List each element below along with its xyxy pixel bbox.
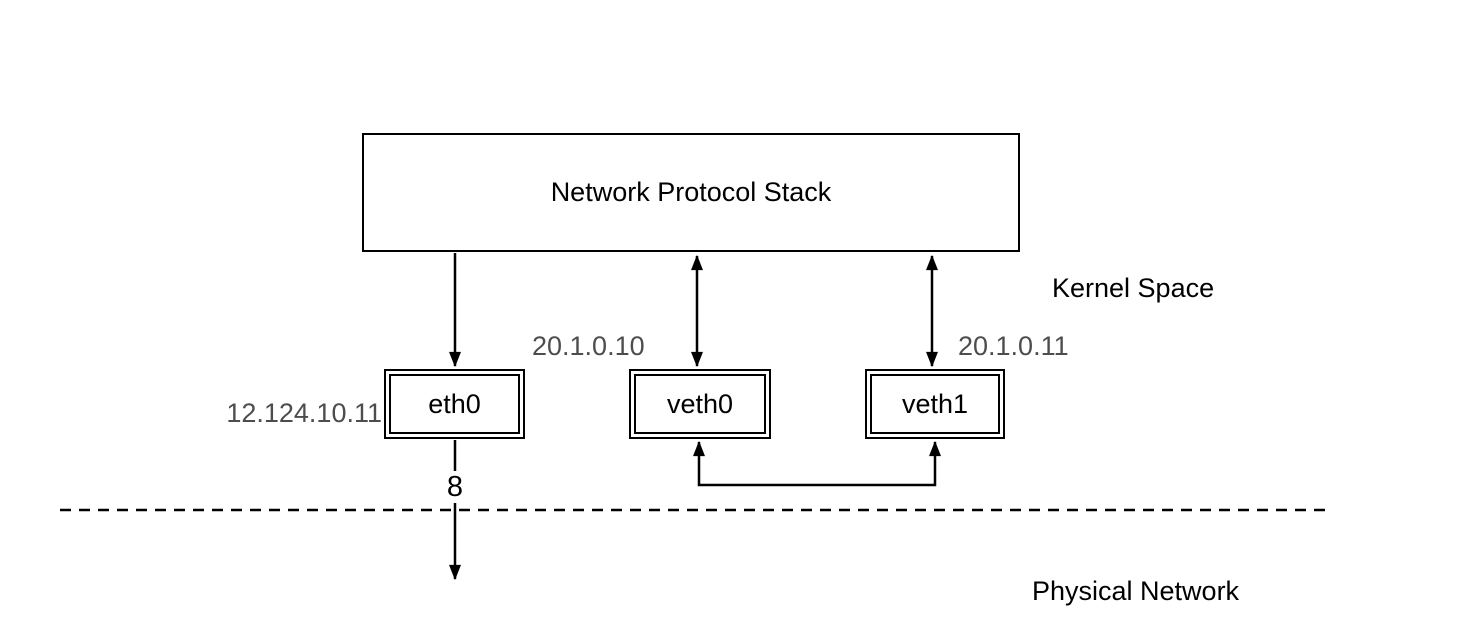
eth0-label: eth0 — [428, 388, 481, 419]
arrow-veth0-veth1-peer-link — [693, 440, 941, 487]
veth0-ip-label: 20.1.0.10 — [532, 331, 645, 361]
veth0-box: veth0 — [629, 369, 771, 439]
veth1-box-inner: veth1 — [870, 374, 1000, 434]
veth1-label: veth1 — [901, 388, 969, 419]
veth0-box-inner: veth0 — [634, 374, 766, 434]
network-protocol-stack-box: Network Protocol Stack — [362, 133, 1020, 252]
physical-network-label: Physical Network — [1032, 576, 1240, 606]
network-protocol-stack-label: Network Protocol Stack — [550, 177, 832, 207]
eth0-egress-count-label: 8 — [439, 471, 471, 503]
kernel-space-label: Kernel Space — [1052, 273, 1215, 303]
veth1-ip-label: 20.1.0.11 — [958, 331, 1069, 361]
eth0-ip-label: 12.124.10.11 — [226, 398, 382, 428]
veth1-box: veth1 — [865, 369, 1005, 439]
eth0-box: eth0 — [384, 369, 525, 439]
veth0-label: veth0 — [666, 388, 734, 419]
eth0-box-inner: eth0 — [389, 374, 520, 434]
